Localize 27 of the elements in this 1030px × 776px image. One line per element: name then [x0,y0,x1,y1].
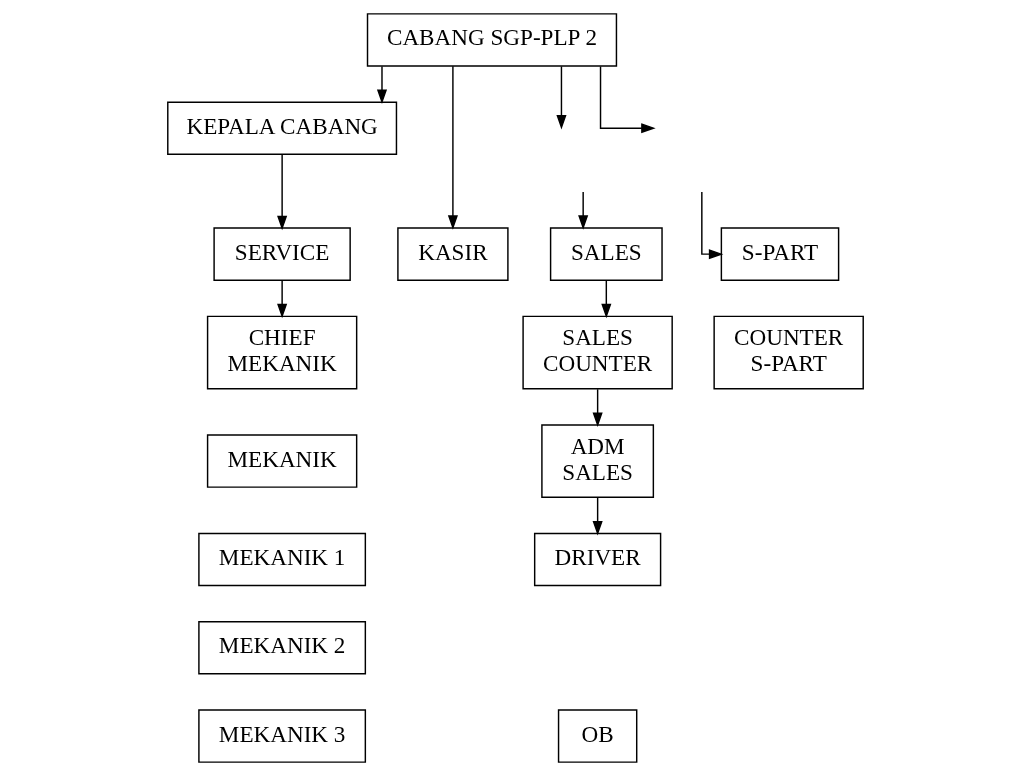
node-box: MEKANIK 2 [197,621,366,675]
node-box: KEPALA CABANG [166,101,397,155]
node-box: CABANG SGP-PLP 2 [366,13,617,67]
node-box: MEKANIK 1 [197,532,366,587]
node-box: SALES [549,227,663,281]
arrow [592,388,603,427]
node-box: MEKANIK 3 [197,709,366,763]
arrow [376,65,387,104]
arrow [276,279,287,319]
node-box: SERVICE [212,227,351,281]
arrow [592,497,603,536]
node-box: COUNTER S-PART [712,315,864,390]
arrow [599,65,656,134]
node-box: ADM SALES [540,424,654,498]
arrow [555,65,567,130]
node-box: SALES COUNTER [521,315,673,390]
arrow [600,279,611,319]
arrow [447,65,458,230]
arrow [700,191,723,260]
node-box: S-PART [720,227,839,281]
node-box: OB [557,709,637,763]
node-box: KASIR [396,227,509,281]
arrow [276,153,287,231]
node-box: MEKANIK [206,434,357,488]
arrow [577,191,588,230]
node-box: CHIEF MEKANIK [206,315,357,390]
node-box: DRIVER [533,532,661,587]
